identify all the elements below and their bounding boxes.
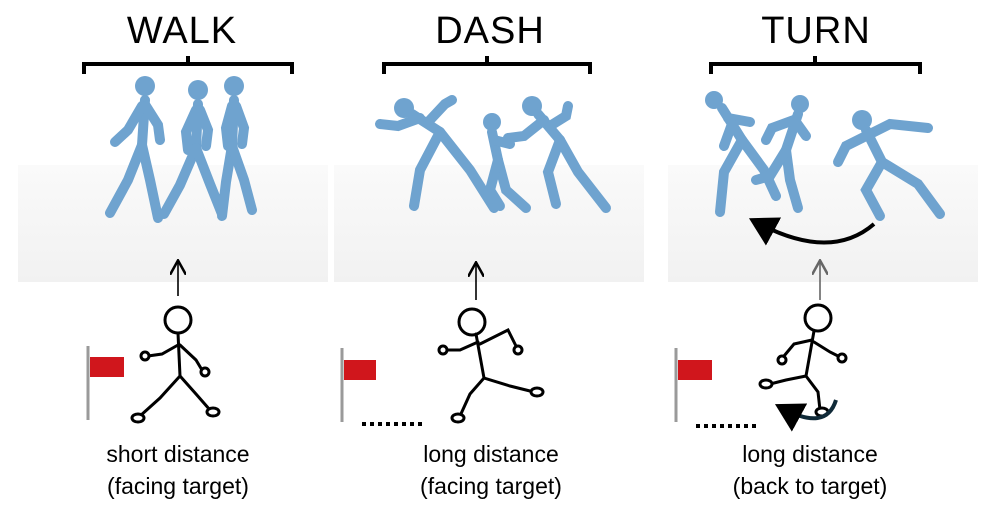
turn-caption-line2: (back to target) bbox=[732, 473, 888, 499]
turn-caption-line1: long distance bbox=[742, 441, 878, 467]
turn-bracket bbox=[709, 56, 922, 74]
turn-curved-arrow bbox=[748, 217, 876, 246]
turn-title: TURN bbox=[761, 10, 871, 52]
turn-stick-figure bbox=[758, 303, 848, 418]
turn-mannequins bbox=[705, 91, 945, 221]
dash-flag bbox=[340, 348, 376, 422]
walk-mannequins bbox=[105, 76, 257, 223]
dash-bracket bbox=[382, 56, 592, 74]
dash-caption-line2: (facing target) bbox=[420, 473, 562, 499]
turn-flag bbox=[674, 348, 712, 422]
walk-bracket bbox=[82, 56, 294, 74]
walk-caption-line1: short distance bbox=[106, 441, 250, 467]
dash-caption: long distance (facing target) bbox=[366, 438, 616, 502]
dash-stick-figure bbox=[437, 307, 545, 424]
dash-caption-line1: long distance bbox=[423, 441, 559, 467]
dash-mannequins bbox=[375, 95, 611, 213]
walk-stick-figure bbox=[130, 305, 221, 424]
dash-title: DASH bbox=[435, 10, 545, 52]
turn-rotation-arrow bbox=[774, 399, 838, 432]
walk-caption-line2: (facing target) bbox=[107, 473, 249, 499]
walk-flag bbox=[86, 346, 124, 420]
walk-title: WALK bbox=[126, 10, 238, 52]
walk-caption: short distance (facing target) bbox=[53, 438, 303, 502]
turn-caption: long distance (back to target) bbox=[685, 438, 935, 502]
